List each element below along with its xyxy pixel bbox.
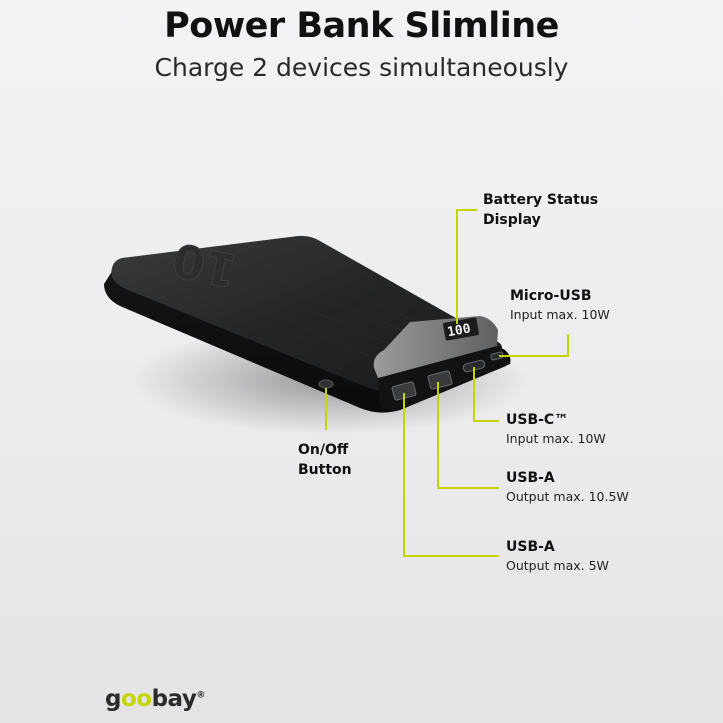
callout-usb-a-2: USB-A Output max. 5W	[506, 539, 609, 573]
page-title: Power Bank Slimline	[164, 6, 559, 46]
port-micro-usb	[490, 351, 504, 361]
callout-line-usb-c	[473, 367, 499, 422]
callout-line-micro-usb	[499, 334, 569, 357]
callout-line-usb-a-1	[437, 382, 499, 489]
callout-line-battery	[456, 209, 477, 324]
led-readout-bg	[443, 317, 479, 341]
callout-usb-a-1: USB-A Output max. 10.5W	[506, 470, 629, 504]
callout-battery-display: Battery Status Display	[483, 192, 599, 228]
callout-line-usb-a-2	[403, 393, 499, 557]
port-usb-a-2	[391, 381, 417, 401]
led-readout: 100	[446, 321, 472, 340]
page-subtitle: Charge 2 devices simultaneously	[154, 53, 569, 82]
onoff-button	[318, 379, 334, 389]
callout-usb-c: USB-C™ Input max. 10W	[506, 412, 606, 446]
goobay-logo: goobay®	[105, 686, 205, 712]
callout-micro-usb: Micro-USB Input max. 10W	[510, 288, 610, 322]
callout-lines	[325, 209, 569, 557]
callout-onoff: On/Off Button	[298, 442, 352, 478]
port-usb-a-1	[427, 370, 453, 390]
